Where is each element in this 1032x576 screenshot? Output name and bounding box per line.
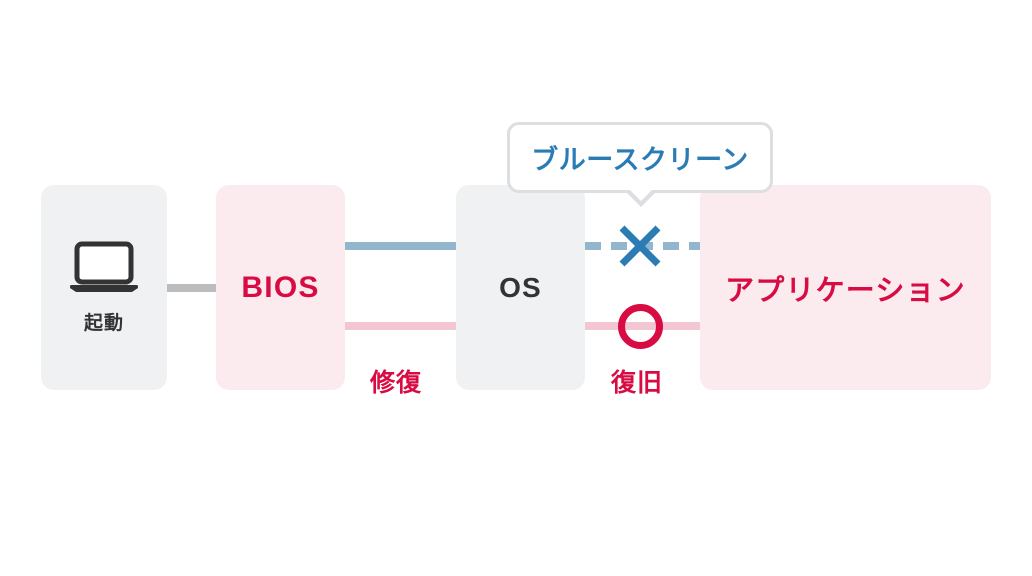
node-bios-label: BIOS — [241, 270, 320, 304]
node-boot-label: 起動 — [84, 313, 124, 334]
o-mark-icon — [618, 304, 663, 349]
node-os-label: OS — [499, 271, 542, 303]
connector-boot-to-bios — [167, 284, 216, 292]
node-application[interactable]: アプリケーション — [700, 185, 991, 390]
callout-tail-fill — [628, 188, 654, 201]
edge-label-repair: 修復 — [370, 369, 423, 397]
laptop-icon — [68, 240, 140, 296]
node-application-label: アプリケーション — [725, 274, 966, 307]
callout-bubble: ブルースクリーン — [507, 122, 773, 193]
edge-label-recover: 復旧 — [611, 369, 664, 397]
callout-bubble-text: ブルースクリーン — [531, 145, 749, 175]
node-bios[interactable]: BIOS — [216, 185, 345, 390]
x-mark-icon — [615, 221, 665, 271]
connector-bios-to-os-lower — [345, 322, 456, 330]
node-os[interactable]: OS — [456, 185, 585, 390]
connector-bios-to-os-upper — [345, 242, 456, 250]
node-boot[interactable]: 起動 — [41, 185, 167, 390]
